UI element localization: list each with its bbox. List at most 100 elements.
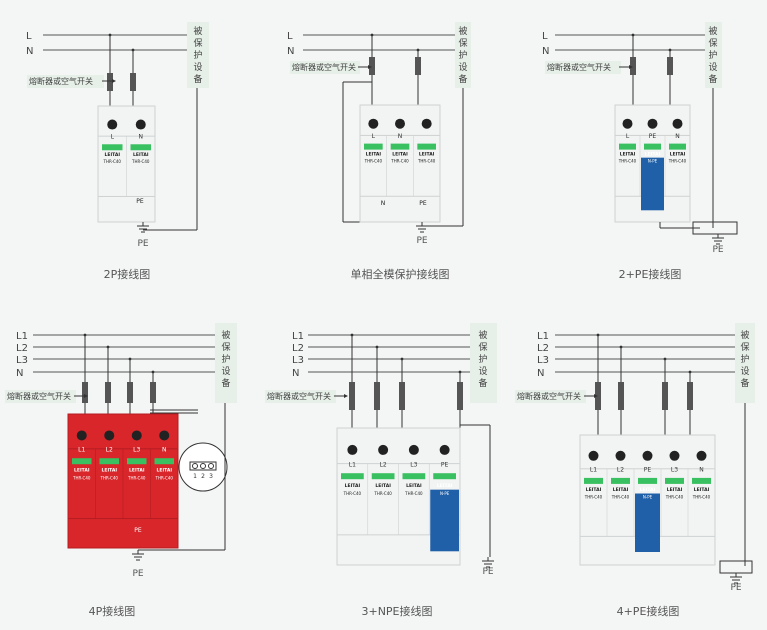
model-label: THR-C40 xyxy=(373,491,392,496)
status-indicator xyxy=(130,144,151,151)
terminal-screw-icon xyxy=(588,450,599,461)
terminal-screw-icon xyxy=(669,450,680,461)
remote-terminal-number: 3 xyxy=(209,473,213,480)
model-label: N-PE xyxy=(643,495,653,500)
breaker-label: 熔断器或空气开关 xyxy=(29,76,93,86)
terminal-screw-icon xyxy=(107,119,118,130)
brand-label: LEITAI xyxy=(437,483,453,489)
breaker-icon xyxy=(369,57,375,75)
terminal-label: L3 xyxy=(671,466,678,473)
protected-device-label: 被保护设备 xyxy=(478,331,488,389)
brand-label: LEITAI xyxy=(670,151,686,157)
status-indicator xyxy=(127,458,147,465)
status-indicator xyxy=(611,477,630,484)
brand-label: LEITAI xyxy=(667,487,683,493)
terminal-label: L1 xyxy=(590,466,597,473)
terminal-screw-icon xyxy=(104,430,115,441)
breaker-label-bg xyxy=(545,61,621,74)
protected-device-box xyxy=(187,22,209,88)
protected-device-label: 被保护设备 xyxy=(740,331,750,389)
terminal-screw-icon xyxy=(696,450,707,461)
status-indicator xyxy=(638,477,657,484)
phase-label: L1 xyxy=(537,331,549,342)
protected-device-box xyxy=(455,22,471,88)
terminal-screw-icon xyxy=(208,463,214,469)
terminal-label: N xyxy=(398,133,403,140)
brand-label: LEITAI xyxy=(74,468,90,474)
model-label: THR-C40 xyxy=(665,495,684,500)
brand-label: LEITAI xyxy=(640,487,656,493)
status-indicator xyxy=(72,458,92,465)
status-indicator xyxy=(417,143,436,150)
remote-terminal-number: 2 xyxy=(201,473,205,480)
terminal-screw-icon xyxy=(421,118,432,129)
breaker-icon xyxy=(127,382,133,403)
breaker-label-bg xyxy=(515,390,586,403)
terminal-label: PE xyxy=(136,198,144,205)
status-indicator xyxy=(364,143,383,150)
breaker-icon xyxy=(150,382,156,403)
terminal-screw-icon xyxy=(347,444,358,455)
terminal-label: L xyxy=(372,133,376,140)
model-label: THR-C40 xyxy=(103,159,122,164)
model-label: THR-C40 xyxy=(127,476,146,481)
pe-label: PE xyxy=(416,236,427,246)
model-label: THR-C40 xyxy=(668,158,687,163)
status-indicator xyxy=(102,144,123,151)
terminal-screw-icon xyxy=(131,430,142,441)
breaker-icon xyxy=(107,73,113,91)
pe-label: PE xyxy=(730,583,741,593)
phase-label: L3 xyxy=(537,355,549,366)
breaker-icon xyxy=(687,382,693,410)
phase-label: L1 xyxy=(16,331,28,342)
phase-label: L3 xyxy=(16,355,28,366)
terminal-screw-icon xyxy=(672,118,683,129)
caption-2p: 2P接线图 xyxy=(103,268,151,281)
caption-2-pe: 2+PE接线图 xyxy=(618,268,682,281)
arrow-icon xyxy=(594,394,598,398)
breaker-icon xyxy=(374,382,380,410)
brand-label: LEITAI xyxy=(366,151,382,157)
status-indicator xyxy=(371,473,395,480)
terminal-label: L xyxy=(626,133,630,140)
breaker-label-bg xyxy=(265,390,336,403)
breaker-label: 熔断器或空气开关 xyxy=(267,391,331,401)
terminal-label: L3 xyxy=(410,461,417,468)
n-pe-module xyxy=(635,493,660,552)
phase-label: L2 xyxy=(537,343,549,354)
terminal-screw-icon xyxy=(378,444,389,455)
breaker-icon xyxy=(457,382,463,410)
pe-label: PE xyxy=(482,567,493,577)
terminal-label: N xyxy=(139,133,144,140)
remote-terminal-number: 1 xyxy=(193,473,197,480)
model-label: N-PE xyxy=(440,491,450,496)
terminal-screw-icon xyxy=(615,450,626,461)
status-indicator xyxy=(665,477,684,484)
breaker-icon xyxy=(630,57,636,75)
terminal-label: L2 xyxy=(380,461,387,468)
brand-label: LEITAI xyxy=(586,487,602,493)
terminal-screw-icon xyxy=(200,463,206,469)
status-indicator xyxy=(669,143,686,150)
phase-label: L1 xyxy=(292,331,304,342)
terminal-screw-icon xyxy=(642,450,653,461)
terminal-label: L1 xyxy=(349,461,356,468)
terminal-screw-icon xyxy=(368,118,379,129)
model-label: THR-C40 xyxy=(611,495,630,500)
remote-contact-terminal xyxy=(189,461,217,471)
protected-device-box xyxy=(470,323,497,403)
pe-label: PE xyxy=(712,245,723,255)
phase-label: N xyxy=(16,368,23,379)
brand-label: LEITAI xyxy=(406,483,422,489)
arrow-icon xyxy=(629,65,633,69)
status-indicator xyxy=(644,143,661,150)
status-indicator xyxy=(99,458,119,465)
brand-label: LEITAI xyxy=(645,151,661,157)
status-indicator xyxy=(619,143,636,150)
terminal-label: L1 xyxy=(78,447,85,454)
protected-device-label: 被保护设备 xyxy=(708,27,718,85)
status-indicator xyxy=(154,458,174,465)
terminal-screw-icon xyxy=(408,444,419,455)
terminal-label: L2 xyxy=(617,466,624,473)
model-label: THR-C40 xyxy=(692,495,711,500)
